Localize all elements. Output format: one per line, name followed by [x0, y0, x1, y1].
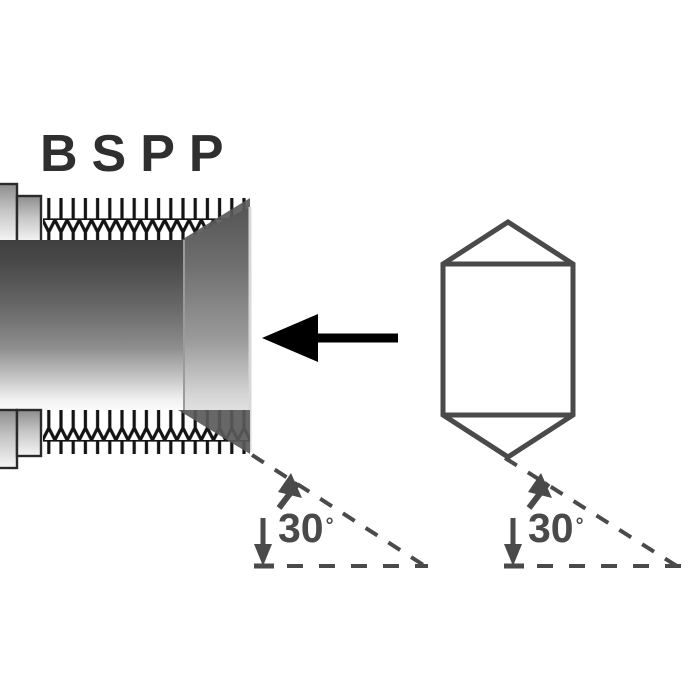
angle-label-left-value: 30 — [278, 505, 324, 551]
angle-label-right-value: 30 — [528, 505, 574, 551]
angle-label-right: 30° — [528, 508, 584, 549]
flange-step-top — [0, 182, 43, 244]
thread-band-bottom — [43, 410, 250, 454]
angle-arrow-down — [504, 518, 524, 569]
pointer-arrow — [262, 314, 398, 362]
angle-annotation-right — [503, 456, 697, 570]
angle-annotation-left — [250, 453, 428, 569]
fitting-body — [0, 207, 252, 452]
angle-label-left-unit: ° — [325, 515, 334, 537]
angle-arrow-down — [254, 518, 274, 569]
flange-step-bottom — [0, 408, 43, 470]
hex-nut-end-view — [440, 219, 576, 460]
angle-arrow-up-left — [526, 473, 552, 510]
bspp-fitting-group — [0, 182, 252, 470]
angle-label-left: 30° — [278, 508, 334, 549]
angle-arrow-up-left — [276, 473, 302, 510]
page-title: BSPP — [40, 125, 238, 183]
angle-label-right-unit: ° — [575, 515, 584, 537]
